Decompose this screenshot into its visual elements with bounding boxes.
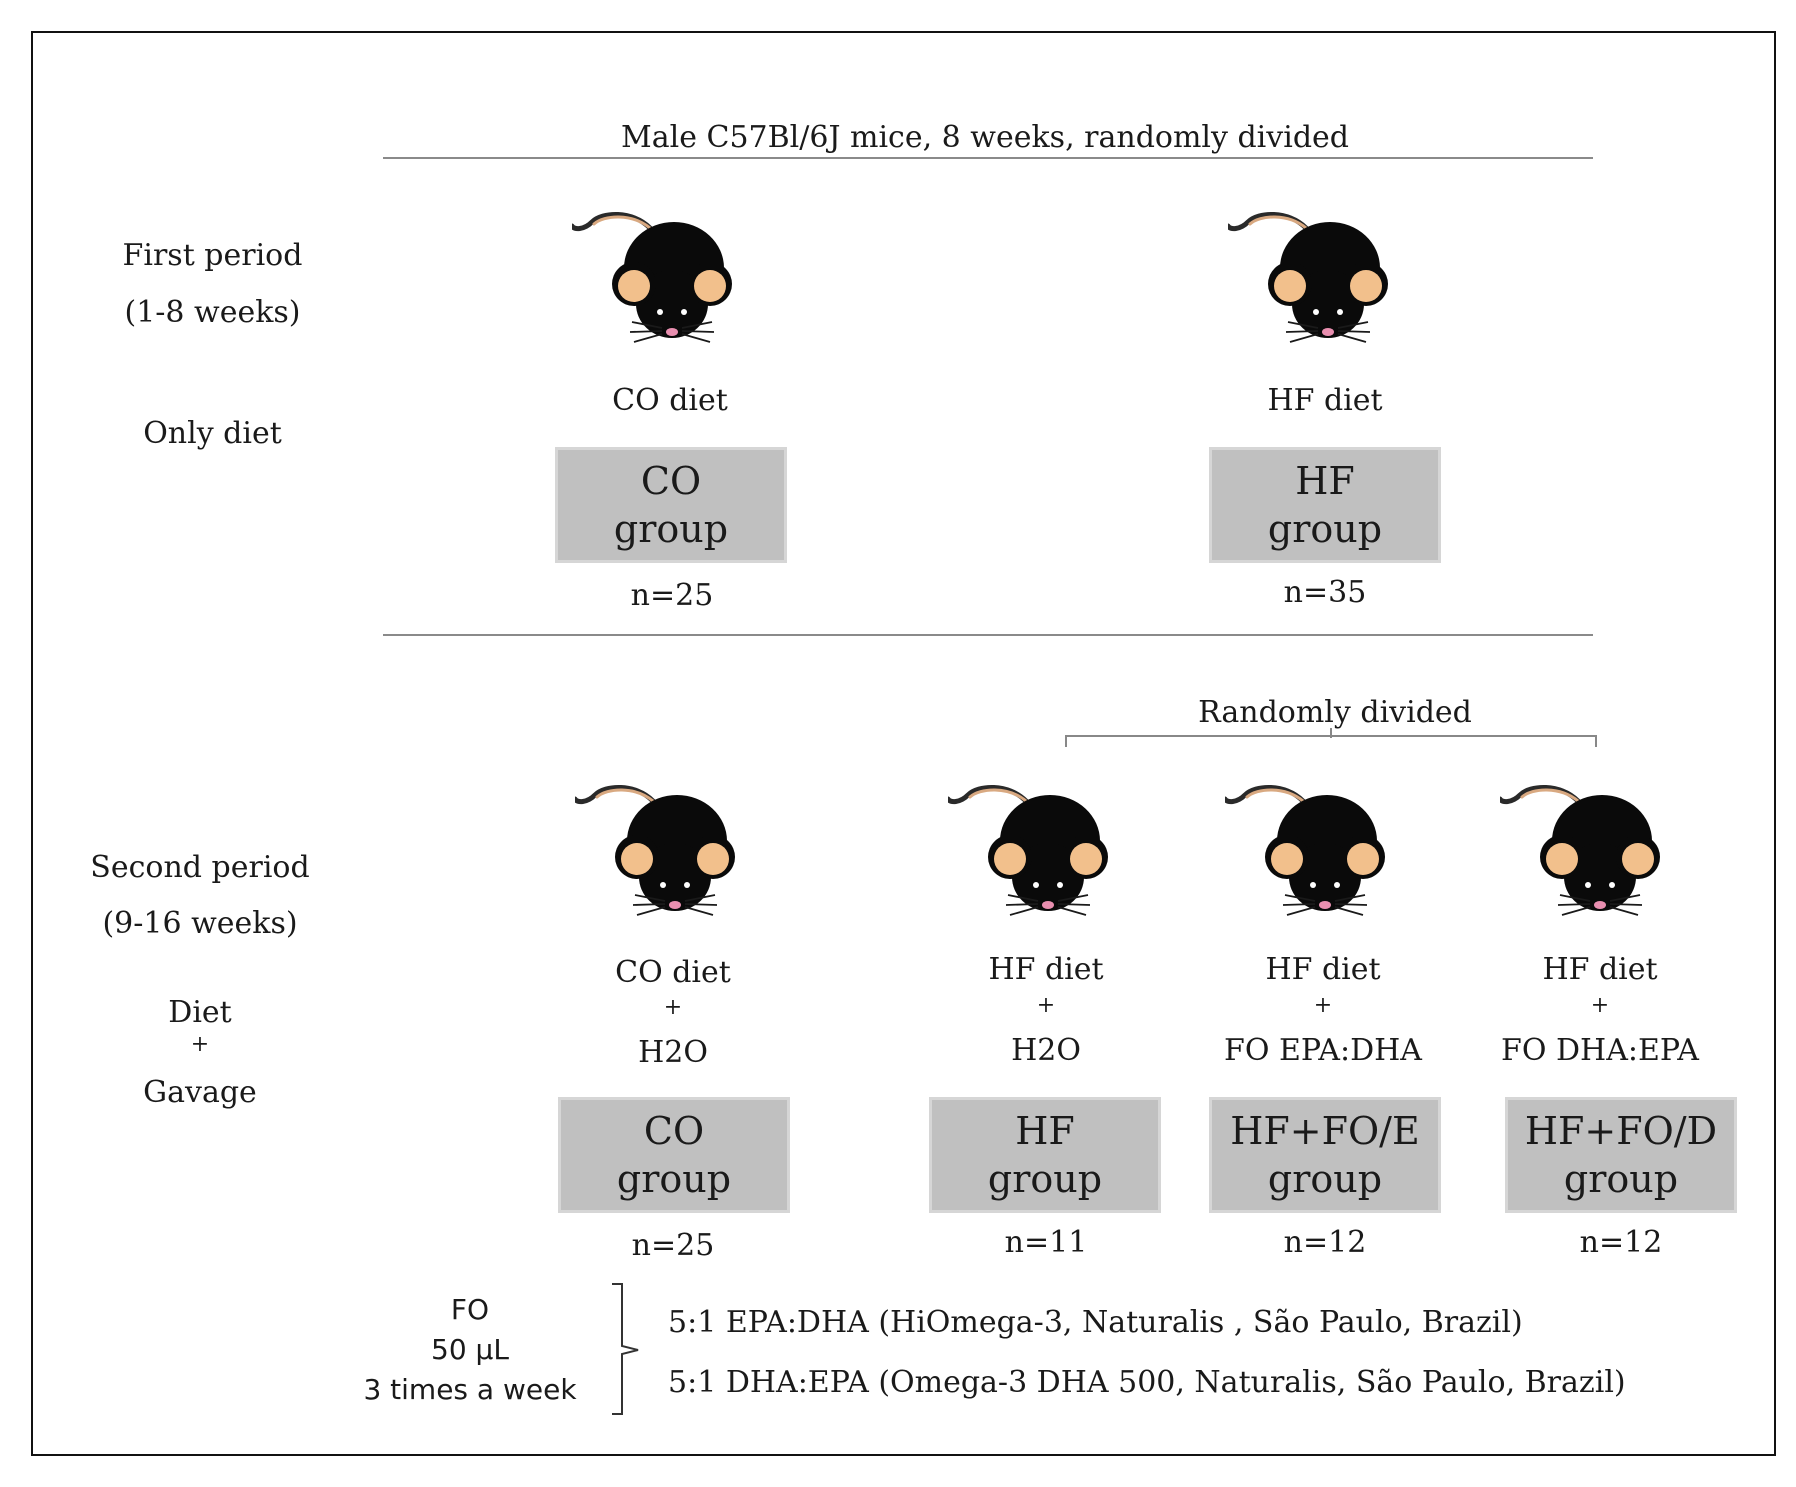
second-period-plus: + — [190, 1032, 210, 1057]
first-period-weeks: (1-8 weeks) — [124, 295, 301, 330]
group-box-subtitle: group — [1563, 1157, 1679, 1201]
group-diet: CO diet — [615, 955, 731, 990]
group-diet: HF diet — [1265, 952, 1381, 987]
second-period-gavage: Gavage — [143, 1075, 257, 1110]
first-period-mode: Only diet — [143, 416, 282, 451]
bracket-label: Randomly divided — [1198, 695, 1472, 730]
group-box: HF group — [932, 1100, 1158, 1210]
fo-name: FO — [450, 1293, 490, 1326]
group-n: n=12 — [1579, 1225, 1663, 1260]
group-plus: + — [1036, 993, 1056, 1018]
mouse-icon — [572, 200, 752, 360]
group-treatment: FO EPA:DHA — [1224, 1033, 1422, 1068]
group-plus: + — [663, 995, 683, 1020]
group-n: n=25 — [631, 1228, 715, 1263]
fo-frequency: 3 times a week — [363, 1373, 577, 1406]
group-plus: + — [1590, 993, 1610, 1018]
group-box-subtitle: group — [616, 1157, 732, 1201]
group-diet: HF diet — [988, 952, 1104, 987]
group-diet: CO diet — [612, 383, 728, 418]
group-box: HF group — [1212, 450, 1438, 560]
fo-item-epa: 5:1 EPA:DHA (HiOmega-3, Naturalis , São … — [668, 1305, 1523, 1340]
header-title: Male C57Bl/6J mice, 8 weeks, randomly di… — [621, 120, 1349, 155]
group-box-subtitle: group — [1267, 1157, 1383, 1201]
group-box: HF+FO/D group — [1508, 1100, 1734, 1210]
group-treatment: H2O — [1011, 1033, 1081, 1068]
period-divider — [383, 634, 1593, 636]
fo-dose: 50 µL — [431, 1333, 509, 1366]
second-period-label: Second period — [90, 850, 310, 885]
group-n: n=25 — [630, 578, 714, 613]
group-box-title: CO — [640, 459, 702, 503]
second-period-weeks: (9-16 weeks) — [102, 906, 298, 941]
group-box: HF+FO/E group — [1212, 1100, 1438, 1210]
group-box-title: HF+FO/D — [1524, 1109, 1718, 1153]
mouse-icon — [1228, 200, 1408, 360]
group-box-title: HF — [1295, 459, 1355, 503]
bracket-tick — [1595, 735, 1597, 747]
fo-label: FO 50 µL 3 times a week — [345, 1290, 595, 1410]
group-box-title: HF — [1015, 1109, 1075, 1153]
bracket-tick — [1065, 735, 1067, 747]
group-box-title: CO — [643, 1109, 705, 1153]
group-n: n=35 — [1283, 575, 1367, 610]
group-n: n=12 — [1283, 1225, 1367, 1260]
bracket-tick — [1330, 728, 1332, 738]
group-box: CO group — [561, 1100, 787, 1210]
group-diet: HF diet — [1542, 952, 1658, 987]
fo-item-dha: 5:1 DHA:EPA (Omega-3 DHA 500, Naturalis,… — [668, 1365, 1626, 1400]
group-box-title: HF+FO/E — [1230, 1109, 1420, 1153]
mouse-icon — [948, 773, 1128, 933]
group-box-subtitle: group — [1267, 507, 1383, 551]
group-box-subtitle: group — [613, 507, 729, 551]
first-period-label: First period — [122, 238, 303, 273]
figure-frame — [31, 31, 1776, 1456]
group-treatment: FO DHA:EPA — [1501, 1033, 1699, 1068]
header-rule — [383, 157, 1593, 159]
group-box-subtitle: group — [987, 1157, 1103, 1201]
group-treatment: H2O — [638, 1035, 708, 1070]
group-plus: + — [1313, 993, 1333, 1018]
mouse-icon — [1225, 773, 1405, 933]
group-n: n=11 — [1004, 1225, 1088, 1260]
mouse-icon — [575, 773, 755, 933]
group-diet: HF diet — [1267, 383, 1383, 418]
group-box: CO group — [558, 450, 784, 560]
second-period-diet: Diet — [168, 995, 232, 1030]
mouse-icon — [1500, 773, 1680, 933]
curly-brace — [612, 1283, 639, 1415]
